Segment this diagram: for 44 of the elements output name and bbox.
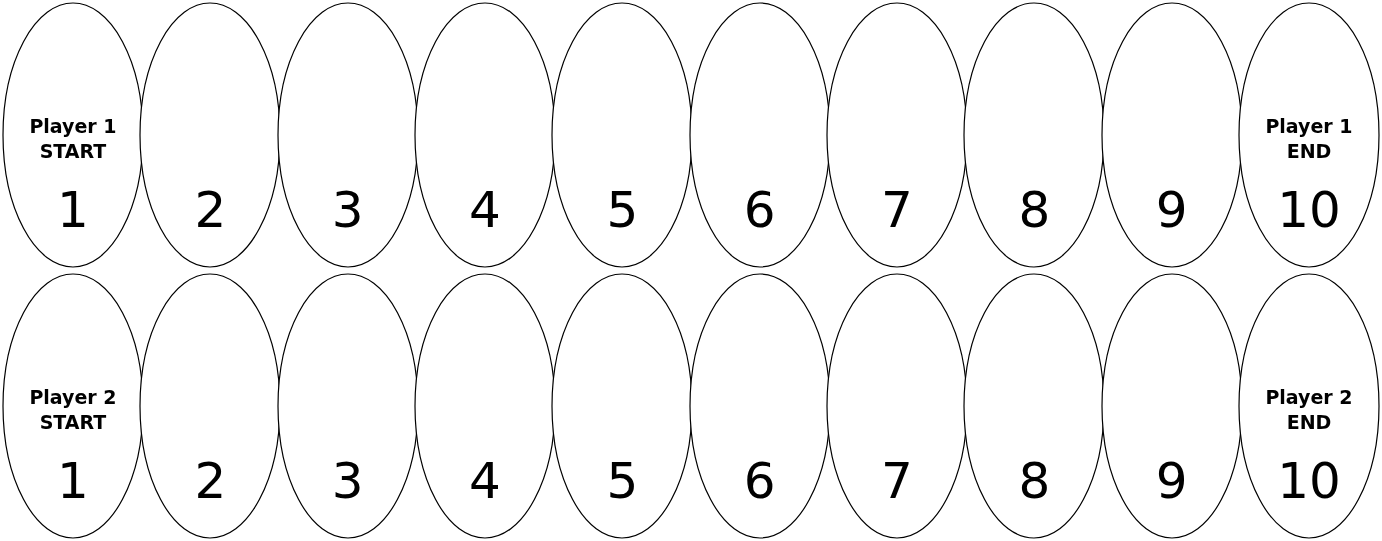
space-number: 2 — [193, 451, 228, 511]
oval-space — [139, 2, 282, 268]
space-number: 3 — [330, 180, 365, 240]
space-number: 1 — [56, 180, 90, 240]
oval-space — [1238, 2, 1380, 268]
oval-space — [276, 273, 419, 539]
oval-space — [551, 273, 694, 539]
space-number: 10 — [1276, 180, 1342, 240]
space-number: 2 — [193, 180, 228, 240]
space-number: 5 — [605, 180, 640, 240]
oval-space — [1100, 2, 1243, 268]
player-label: Player 1 END — [1264, 114, 1354, 164]
oval-space — [2, 273, 144, 539]
space-number: 7 — [880, 180, 914, 240]
space-number: 10 — [1276, 451, 1342, 511]
oval-space — [688, 273, 831, 539]
oval-space — [1100, 273, 1243, 539]
player-label: Player 2 END — [1264, 385, 1354, 435]
space-number: 6 — [742, 180, 777, 240]
oval-space — [2, 2, 144, 268]
space-number: 8 — [1017, 451, 1052, 511]
space-number: 4 — [468, 180, 502, 240]
player-label: Player 1 START — [28, 114, 118, 164]
space-number: 5 — [605, 451, 640, 511]
oval-space — [139, 273, 282, 539]
oval-space — [1238, 273, 1380, 539]
oval-space — [963, 2, 1106, 268]
space-number: 9 — [1154, 451, 1189, 511]
oval-space — [826, 273, 968, 539]
oval-space — [963, 273, 1106, 539]
oval-space — [551, 2, 694, 268]
oval-space — [276, 2, 419, 268]
space-number: 1 — [56, 451, 90, 511]
oval-space — [688, 2, 831, 268]
space-number: 8 — [1017, 180, 1052, 240]
space-number: 9 — [1154, 180, 1189, 240]
space-number: 7 — [880, 451, 914, 511]
space-number: 6 — [742, 451, 777, 511]
space-number: 4 — [468, 451, 502, 511]
player-label: Player 2 START — [28, 385, 118, 435]
oval-space — [414, 2, 556, 268]
oval-space — [414, 273, 556, 539]
oval-space — [826, 2, 968, 268]
space-number: 3 — [330, 451, 365, 511]
